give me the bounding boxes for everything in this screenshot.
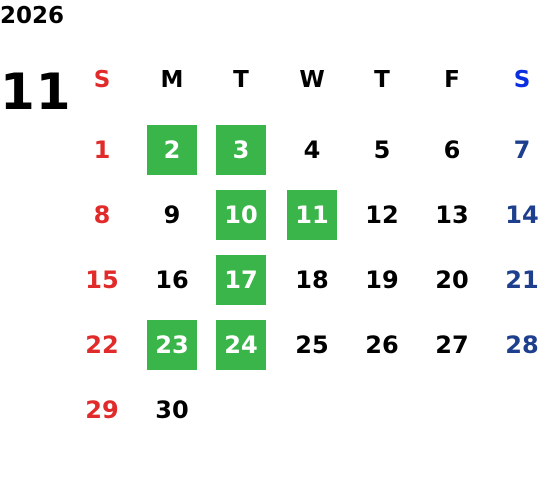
day-cell-21[interactable]: 21 bbox=[505, 266, 539, 294]
weekday-header-mon: M bbox=[160, 67, 184, 93]
day-cell-22[interactable]: 22 bbox=[85, 331, 119, 359]
day-cell-18[interactable]: 18 bbox=[295, 266, 329, 294]
day-cell-8[interactable]: 8 bbox=[93, 201, 111, 229]
day-cell-7[interactable]: 7 bbox=[513, 136, 531, 164]
month-label: 11 bbox=[0, 63, 72, 121]
year-label: 2026 bbox=[0, 3, 65, 29]
day-cell-10[interactable]: 10 bbox=[216, 190, 266, 240]
day-cell-12[interactable]: 12 bbox=[365, 201, 399, 229]
weekday-header-tue: T bbox=[233, 67, 249, 93]
day-cell-13[interactable]: 13 bbox=[435, 201, 469, 229]
day-cell-14[interactable]: 14 bbox=[505, 201, 539, 229]
day-cell-24[interactable]: 24 bbox=[216, 320, 266, 370]
day-cell-3[interactable]: 3 bbox=[216, 125, 266, 175]
weekday-header-sun: S bbox=[93, 67, 111, 93]
day-cell-29[interactable]: 29 bbox=[85, 396, 119, 424]
day-cell-26[interactable]: 26 bbox=[365, 331, 399, 359]
day-cell-11[interactable]: 11 bbox=[287, 190, 337, 240]
day-cell-16[interactable]: 16 bbox=[155, 266, 189, 294]
day-cell-19[interactable]: 19 bbox=[365, 266, 399, 294]
weekday-header-wed: W bbox=[299, 67, 325, 93]
weekday-header-sat: S bbox=[513, 67, 531, 93]
day-cell-4[interactable]: 4 bbox=[303, 136, 321, 164]
day-cell-15[interactable]: 15 bbox=[85, 266, 119, 294]
day-cell-9[interactable]: 9 bbox=[163, 201, 181, 229]
day-cell-23[interactable]: 23 bbox=[147, 320, 197, 370]
weekday-header-thu: T bbox=[374, 67, 390, 93]
day-cell-25[interactable]: 25 bbox=[295, 331, 329, 359]
weekday-header-fri: F bbox=[444, 67, 460, 93]
day-cell-28[interactable]: 28 bbox=[505, 331, 539, 359]
day-cell-5[interactable]: 5 bbox=[373, 136, 391, 164]
day-cell-17[interactable]: 17 bbox=[216, 255, 266, 305]
day-cell-30[interactable]: 30 bbox=[155, 396, 189, 424]
day-cell-1[interactable]: 1 bbox=[93, 136, 111, 164]
day-cell-20[interactable]: 20 bbox=[435, 266, 469, 294]
day-cell-6[interactable]: 6 bbox=[443, 136, 461, 164]
day-cell-27[interactable]: 27 bbox=[435, 331, 469, 359]
day-cell-2[interactable]: 2 bbox=[147, 125, 197, 175]
